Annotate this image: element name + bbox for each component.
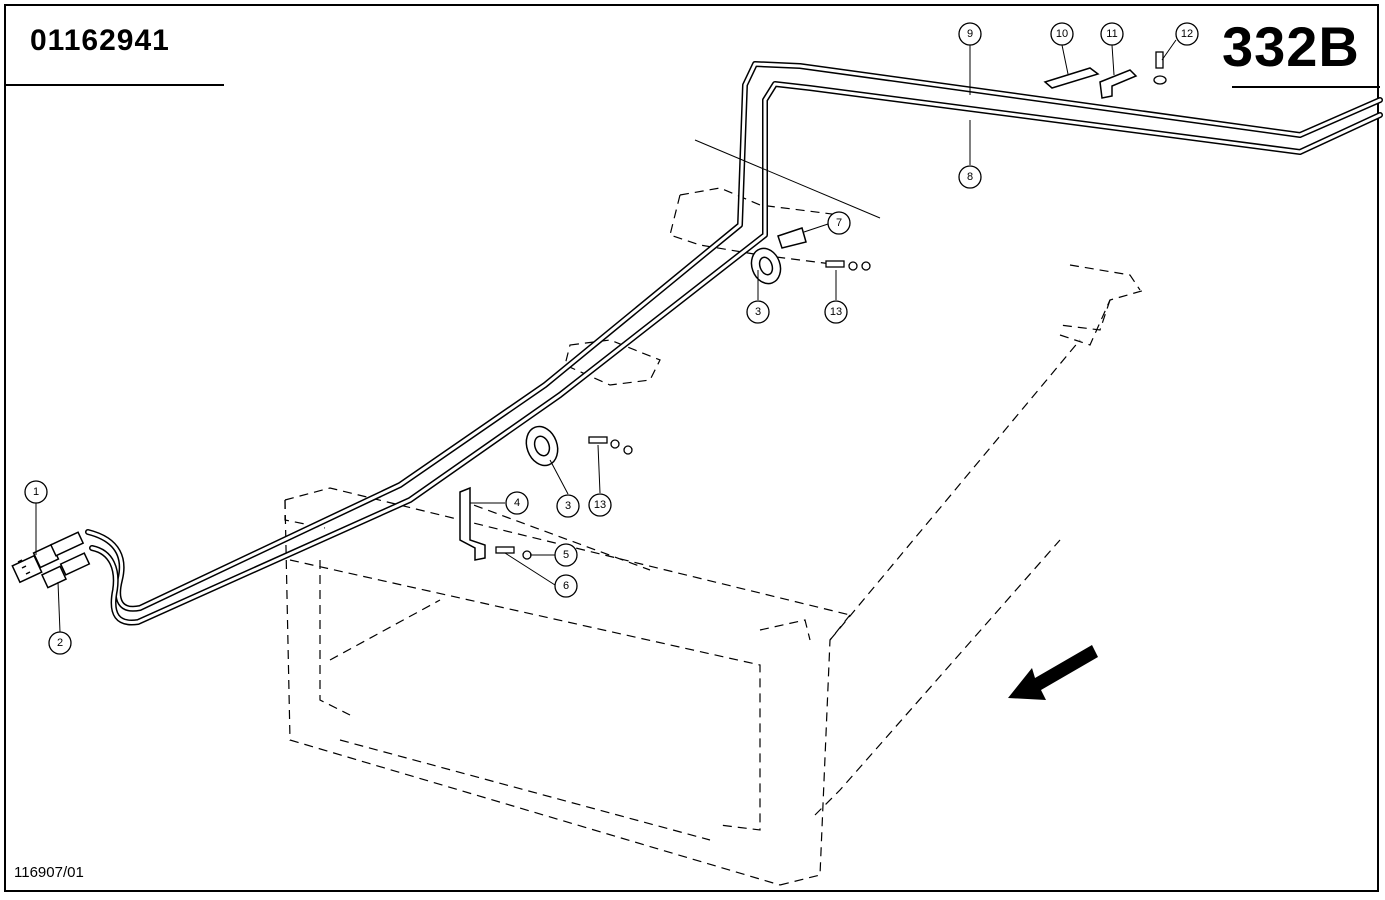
part-number-rule (4, 84, 224, 86)
callout-3-lower: 3 (556, 494, 580, 518)
drawing-reference: 116907/01 (14, 864, 84, 881)
pipe-clamp-upper (750, 247, 782, 285)
callout-6-label: 6 (563, 580, 569, 592)
part-number: 01162941 (30, 24, 170, 57)
callout-12: 12 (1175, 22, 1199, 46)
callout-5: 5 (554, 543, 578, 567)
callout-6: 6 (554, 574, 578, 598)
callout-1-label: 1 (33, 486, 39, 498)
callout-12-label: 12 (1181, 28, 1193, 40)
callout-3-lower-label: 3 (565, 500, 571, 512)
callout-10: 10 (1050, 22, 1074, 46)
callout-13-upper-label: 13 (830, 306, 842, 318)
callout-11-label: 11 (1106, 28, 1117, 40)
callout-3-upper-label: 3 (755, 306, 761, 318)
callout-3-upper: 3 (746, 300, 770, 324)
diagram-frame (4, 4, 1379, 892)
bracket-11 (1099, 69, 1138, 99)
callout-8-label: 8 (967, 171, 973, 183)
callout-7-label: 7 (836, 217, 842, 229)
page-code: 332B (1222, 15, 1360, 78)
pipe-clamp-lower (525, 425, 559, 467)
hydraulic-pipes (85, 61, 1383, 626)
bolt-set-13-upper (825, 260, 871, 271)
callout-4: 4 (505, 491, 529, 515)
bolt-12 (1153, 51, 1167, 85)
callout-8: 8 (958, 165, 982, 189)
bracket-4 (459, 486, 486, 561)
bolt-set-13-lower (588, 436, 633, 455)
callout-13-lower: 13 (588, 493, 612, 517)
callout-2-label: 2 (57, 637, 63, 649)
chassis-outline (284, 187, 1146, 886)
callout-2: 2 (48, 631, 72, 655)
callout-13-lower-label: 13 (594, 499, 606, 511)
bolt-6-washer-5 (495, 546, 532, 560)
page-code-rule (1232, 86, 1380, 88)
callout-1: 1 (24, 480, 48, 504)
callout-7: 7 (827, 211, 851, 235)
fitting-1 (11, 531, 85, 584)
bracket-7 (777, 227, 807, 249)
callout-13-upper: 13 (824, 300, 848, 324)
callout-5-label: 5 (563, 549, 569, 561)
callout-9-label: 9 (967, 28, 973, 40)
callout-4-label: 4 (514, 497, 520, 509)
callout-11: 11 (1100, 22, 1124, 46)
plate-10 (1043, 67, 1100, 89)
callout-9: 9 (958, 22, 982, 46)
callout-10-label: 10 (1056, 28, 1068, 40)
travel-direction-arrow (1008, 645, 1098, 700)
fitting-2 (40, 552, 91, 589)
leader-lines (35, 39, 1177, 633)
